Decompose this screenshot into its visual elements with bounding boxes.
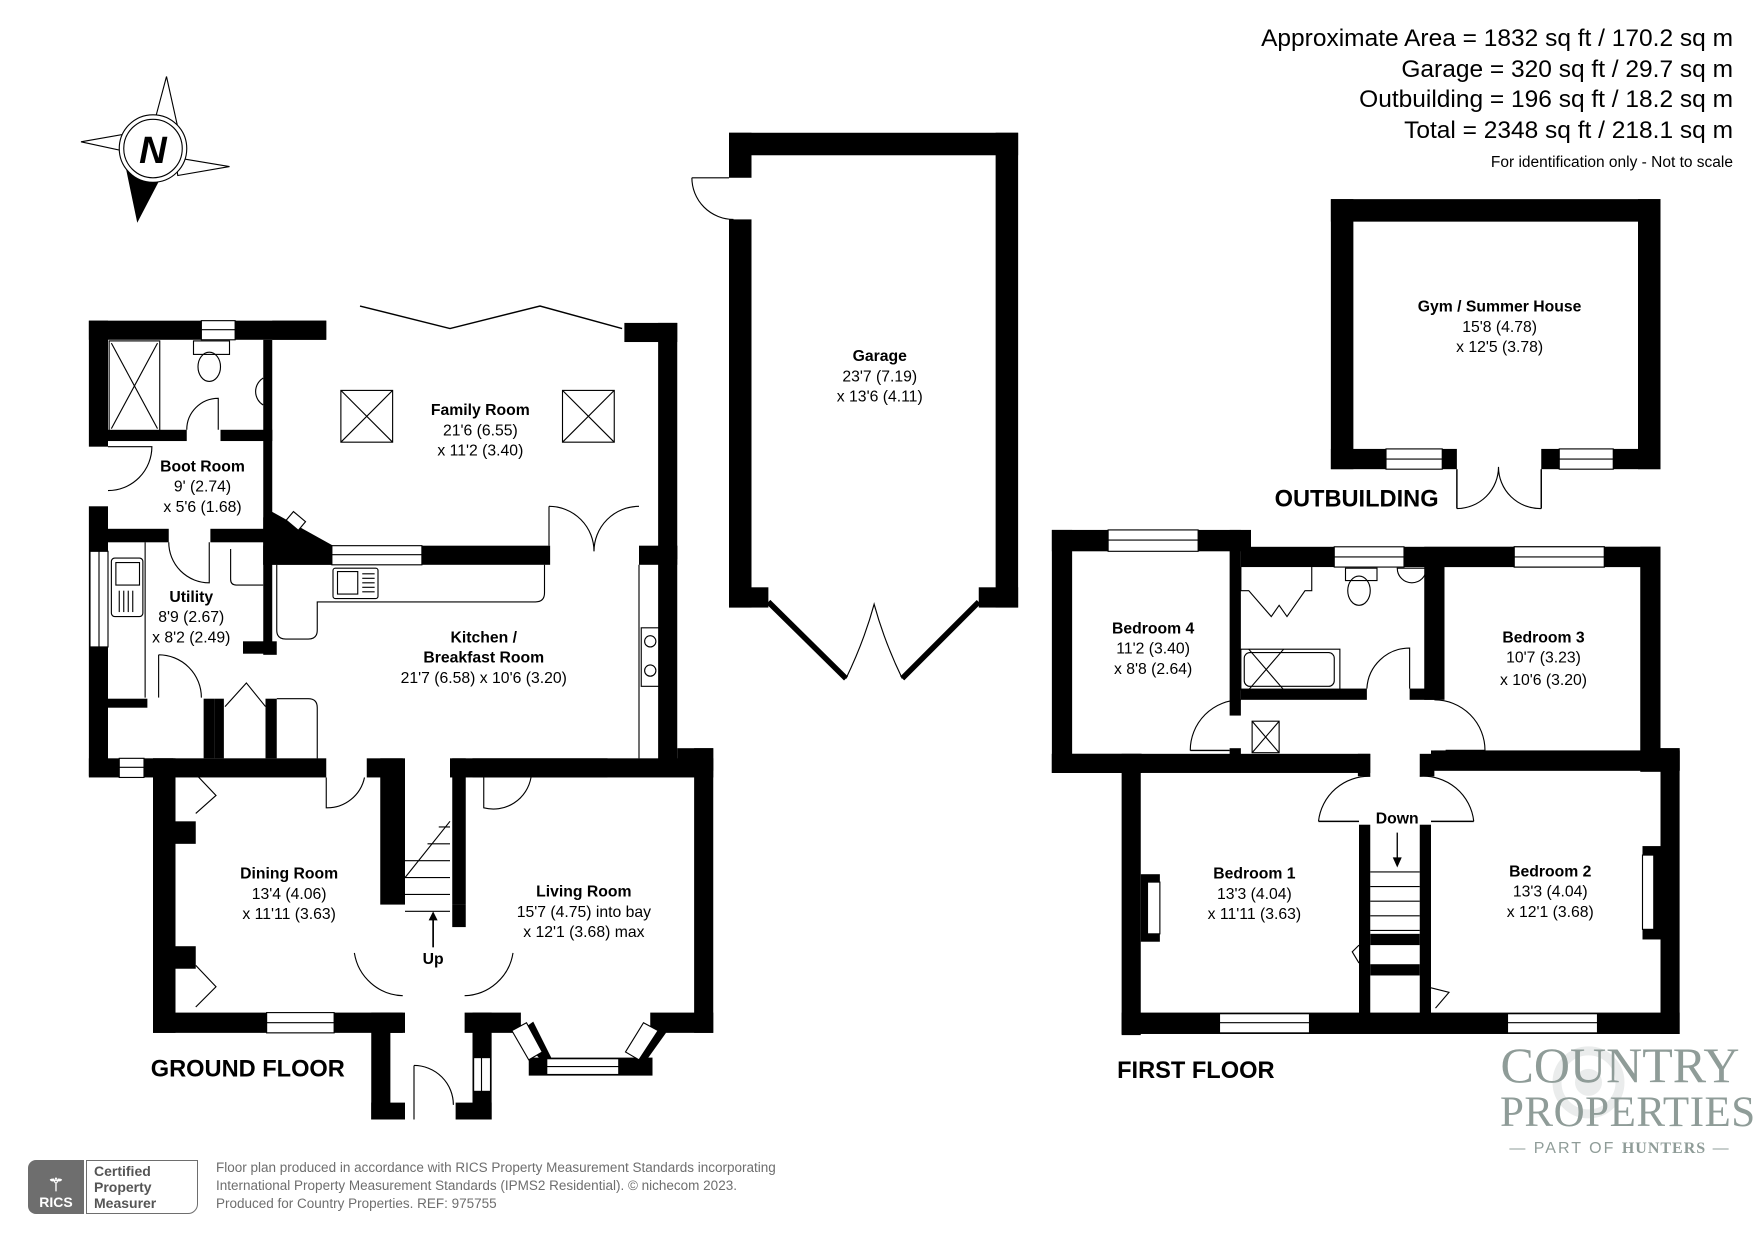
room-bedroom-1: Bedroom 1 13'3 (4.04) x 11'11 (3.63) <box>1208 866 1301 924</box>
svg-text:Bedroom 1: Bedroom 1 <box>1213 866 1296 883</box>
svg-text:Bedroom 4: Bedroom 4 <box>1112 620 1195 637</box>
svg-text:11'2 (3.40): 11'2 (3.40) <box>1116 641 1190 658</box>
room-utility: Utility 8'9 (2.67) x 8'2 (2.49) <box>152 589 230 647</box>
area-approximate: Approximate Area = 1832 sq ft / 170.2 sq… <box>1261 25 1733 52</box>
ground-floor: Up Boot Room 9' (2.74) x 5'6 (1.68) Fami… <box>88 305 714 1120</box>
outbuilding-label: OUTBUILDING <box>1275 486 1439 512</box>
rics-logo: ⚚ RICS <box>28 1160 84 1214</box>
svg-text:21'6 (6.55): 21'6 (6.55) <box>443 422 518 439</box>
svg-text:Bedroom 2: Bedroom 2 <box>1509 863 1592 880</box>
stairs-up-label: Up <box>423 951 444 968</box>
svg-text:13'4 (4.06): 13'4 (4.06) <box>252 886 327 903</box>
rics-badge-text: Certified Property Measurer <box>86 1160 198 1214</box>
svg-text:23'7 (7.19): 23'7 (7.19) <box>842 368 917 385</box>
area-garage: Garage = 320 sq ft / 29.7 sq m <box>1401 55 1733 83</box>
svg-text:Living Room: Living Room <box>536 884 631 901</box>
first-floor-label: FIRST FLOOR <box>1117 1058 1274 1084</box>
svg-text:9' (2.74): 9' (2.74) <box>174 479 231 496</box>
scale-disclaimer: For identification only - Not to scale <box>1490 154 1733 171</box>
svg-text:8'9 (2.67): 8'9 (2.67) <box>158 609 224 626</box>
svg-text:x 12'1 (3.68) max: x 12'1 (3.68) max <box>523 924 644 941</box>
svg-text:Garage: Garage <box>853 348 908 365</box>
rics-certified-badge: ⚚ RICS Certified Property Measurer <box>28 1160 198 1214</box>
room-living-room: Living Room 15'7 (4.75) into bay x 12'1 … <box>517 884 651 942</box>
room-bedroom-3: Bedroom 3 10'7 (3.23) x 10'6 (3.20) <box>1500 629 1587 689</box>
svg-text:x 13'6 (4.11): x 13'6 (4.11) <box>837 389 923 406</box>
svg-text:15'8 (4.78): 15'8 (4.78) <box>1462 319 1537 336</box>
stairs-down-label: Down <box>1376 811 1419 828</box>
svg-text:x 12'1 (3.68): x 12'1 (3.68) <box>1507 904 1594 921</box>
brand-flower-icon <box>1552 1046 1625 1119</box>
svg-text:13'3 (4.04): 13'3 (4.04) <box>1513 884 1588 901</box>
room-dining-room: Dining Room 13'4 (4.06) x 11'11 (3.63) <box>240 866 338 924</box>
room-garage: Garage 23'7 (7.19) x 13'6 (4.11) <box>837 348 923 406</box>
svg-text:x 11'11 (3.63): x 11'11 (3.63) <box>1208 906 1301 923</box>
svg-text:Utility: Utility <box>169 589 213 606</box>
svg-text:x 10'6 (3.20): x 10'6 (3.20) <box>1500 672 1587 689</box>
svg-text:x 12'5 (3.78): x 12'5 (3.78) <box>1456 339 1543 356</box>
svg-text:Breakfast Room: Breakfast Room <box>423 650 544 667</box>
room-boot-room: Boot Room 9' (2.74) x 5'6 (1.68) <box>160 458 245 516</box>
compass-icon: N <box>80 76 230 223</box>
area-total: Total = 2348 sq ft / 218.1 sq m <box>1404 116 1733 144</box>
ground-floor-label: GROUND FLOOR <box>151 1057 345 1083</box>
room-gym-summer-house: Gym / Summer House 15'8 (4.78) x 12'5 (3… <box>1418 299 1582 357</box>
room-bedroom-2: Bedroom 2 13'3 (4.04) x 12'1 (3.68) <box>1507 863 1594 921</box>
room-family-room: Family Room 21'6 (6.55) x 11'2 (3.40) <box>431 402 530 460</box>
svg-text:Gym / Summer House: Gym / Summer House <box>1418 299 1582 316</box>
room-bedroom-4: Bedroom 4 11'2 (3.40) x 8'8 (2.64) <box>1112 620 1195 678</box>
svg-text:x 8'2 (2.49): x 8'2 (2.49) <box>152 629 230 646</box>
svg-text:x 8'8 (2.64): x 8'8 (2.64) <box>1114 661 1192 678</box>
compass-north-label: N <box>139 129 168 172</box>
svg-text:Kitchen /: Kitchen / <box>450 629 517 646</box>
svg-text:10'7 (3.23): 10'7 (3.23) <box>1506 650 1581 667</box>
svg-text:x 11'2 (3.40): x 11'2 (3.40) <box>437 443 523 460</box>
svg-text:13'3 (4.04): 13'3 (4.04) <box>1217 886 1292 903</box>
svg-text:Bedroom 3: Bedroom 3 <box>1502 629 1585 646</box>
first-floor: Down Bedroom 4 11'2 (3.40) x 8'8 (2.64) … <box>1051 529 1680 1084</box>
footer-disclaimer: Floor plan produced in accordance with R… <box>216 1160 776 1211</box>
area-outbuilding: Outbuilding = 196 sq ft / 18.2 sq m <box>1359 86 1733 113</box>
svg-text:x 11'11 (3.63): x 11'11 (3.63) <box>242 906 335 923</box>
svg-text:Dining Room: Dining Room <box>240 866 338 883</box>
garage: Garage 23'7 (7.19) x 13'6 (4.11) <box>691 132 1019 681</box>
area-summary: Approximate Area = 1832 sq ft / 170.2 sq… <box>1261 24 1733 172</box>
room-kitchen-breakfast: Kitchen / Breakfast Room 21'7 (6.58) x 1… <box>401 629 567 687</box>
svg-text:21'7 (6.58) x 10'6 (3.20): 21'7 (6.58) x 10'6 (3.20) <box>401 670 567 687</box>
svg-text:x 5'6 (1.68): x 5'6 (1.68) <box>163 499 241 516</box>
rics-lion-icon: ⚚ <box>47 1175 65 1195</box>
country-properties-logo: COUNTRY PROPERTIES — PART OF HUNTERS — <box>1500 1037 1755 1157</box>
outbuilding: Gym / Summer House 15'8 (4.78) x 12'5 (3… <box>1275 199 1661 512</box>
svg-text:Family Room: Family Room <box>431 402 530 419</box>
svg-text:15'7 (4.75) into bay: 15'7 (4.75) into bay <box>517 904 651 921</box>
svg-text:Boot Room: Boot Room <box>160 458 245 475</box>
